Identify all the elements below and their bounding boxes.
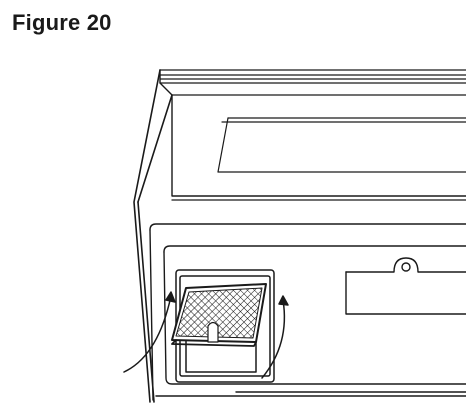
cabinet-side [133,69,173,403]
mesh-filter [171,283,267,347]
filter-tab [207,321,219,343]
arrow-right-icon [261,295,289,379]
panel-bracket [345,257,466,315]
lid-panel [217,117,466,173]
front-panel [149,223,466,401]
figure-title: Figure 20 [12,10,112,35]
cabinet-top [159,69,466,201]
arrow-left-icon [123,291,176,373]
